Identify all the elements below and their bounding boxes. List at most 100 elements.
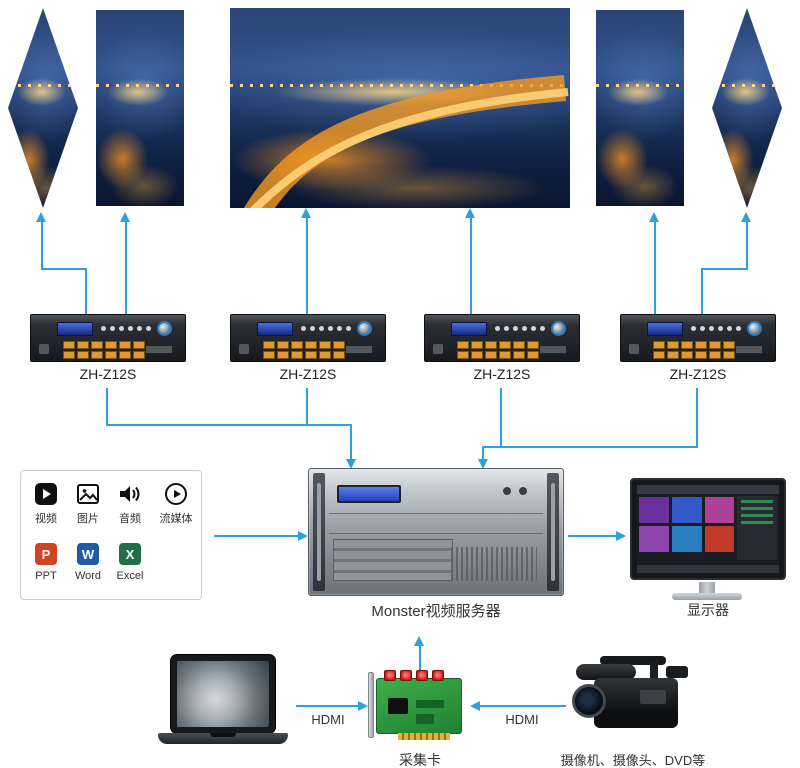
camera-handle	[600, 656, 666, 665]
audio-icon	[120, 486, 140, 502]
processor-output-connector	[145, 345, 173, 354]
media-item-audio: 音频	[109, 481, 151, 526]
video-processor-3	[424, 314, 580, 362]
connector-line	[701, 268, 703, 314]
arrow-to-tall-left	[120, 212, 130, 222]
connector-line	[306, 388, 308, 426]
server-label: Monster视频服务器	[371, 603, 501, 620]
camera-handle-post	[650, 663, 658, 681]
processor-lcd	[57, 322, 93, 336]
media-item-label: 流媒体	[159, 513, 193, 525]
connector-line	[419, 646, 421, 672]
arrow-media-to-server	[298, 531, 308, 541]
capture-card-port	[432, 670, 444, 681]
server-power-button	[519, 487, 527, 495]
connector-line	[482, 446, 698, 448]
laptop	[170, 654, 276, 734]
pcie-edge-connector	[398, 733, 450, 740]
processor-buttons	[495, 326, 545, 331]
laptop-screen	[177, 661, 269, 727]
processor-ports	[63, 341, 145, 359]
processor-knob	[747, 321, 762, 336]
video-thumbnail	[705, 526, 734, 552]
capture-card-chip	[388, 698, 408, 714]
processor-output-connector	[345, 345, 373, 354]
camera-lens	[572, 684, 606, 718]
arrow-into-server-right	[478, 459, 488, 469]
processor-ports	[263, 341, 345, 359]
arrow-to-diamond-right	[741, 212, 751, 222]
connector-line	[701, 268, 748, 270]
excel-icon: X	[119, 543, 141, 565]
connector-line	[482, 446, 484, 460]
arrow-into-server-left	[346, 459, 356, 469]
media-item-label: PPT	[35, 570, 57, 582]
connector-line	[85, 268, 87, 314]
server-reset-button	[503, 487, 511, 495]
processor-ports	[457, 341, 539, 359]
camera-label: 摄像机、摄像头、DVD等	[560, 753, 706, 768]
laptop-base	[158, 733, 288, 744]
camera-control-panel	[640, 690, 666, 704]
arrow-to-main-display-1	[301, 208, 311, 218]
connector-line	[500, 388, 502, 448]
processor-label-4: ZH-Z12S	[669, 366, 727, 382]
media-sources-panel: 视频 图片 音频 流媒体	[20, 470, 202, 600]
connector-line	[106, 388, 108, 426]
power-button	[629, 344, 639, 354]
connector-line	[41, 222, 43, 270]
image-icon	[77, 484, 99, 504]
power-button	[433, 344, 443, 354]
processor-knob	[357, 321, 372, 336]
monitor-screen	[637, 485, 779, 573]
processor-lcd	[647, 322, 683, 336]
media-item-word: W Word	[67, 541, 109, 582]
software-side-panel	[737, 496, 777, 560]
processor-label-1: ZH-Z12S	[79, 366, 137, 382]
rack-handle-left	[313, 473, 325, 591]
monitor	[630, 478, 786, 580]
arrow-camera-to-card	[470, 701, 480, 711]
media-item-stream: 流媒体	[153, 481, 199, 526]
led-display-diamond-left	[8, 8, 78, 208]
camera-microphone	[576, 664, 636, 680]
camera-viewfinder	[666, 666, 688, 678]
media-item-label: 视频	[35, 513, 57, 525]
ppt-icon: P	[35, 543, 57, 565]
media-item-image: 图片	[67, 481, 109, 526]
word-icon: W	[77, 543, 99, 565]
hdmi-label-right: HDMI	[505, 712, 539, 727]
led-display-tall-right	[596, 10, 684, 206]
card-component	[416, 700, 444, 708]
connector-line	[306, 218, 308, 314]
monitor-stand-neck	[699, 582, 715, 594]
media-item-label: Word	[74, 570, 102, 582]
arrow-card-to-server	[414, 636, 424, 646]
monitor-label: 显示器	[687, 602, 729, 618]
connector-line	[41, 268, 87, 270]
card-component	[416, 714, 434, 724]
media-item-label: Excel	[116, 570, 144, 582]
monitor-stand-base	[672, 593, 742, 600]
video-thumbnail	[672, 526, 702, 552]
arrow-server-to-monitor	[616, 531, 626, 541]
processor-knob	[157, 321, 172, 336]
video-thumbnail	[639, 497, 669, 523]
processor-label-2: ZH-Z12S	[279, 366, 337, 382]
connector-line	[125, 222, 127, 314]
video-thumbnail	[672, 497, 702, 523]
processor-ports	[653, 341, 735, 359]
hdmi-label-left: HDMI	[311, 712, 345, 727]
media-item-excel: X Excel	[109, 541, 151, 582]
capture-card-port	[400, 670, 412, 681]
processor-output-connector	[539, 345, 567, 354]
capture-card-port	[416, 670, 428, 681]
processor-knob	[551, 321, 566, 336]
processor-buttons	[301, 326, 351, 331]
bridge-lights	[96, 84, 184, 88]
media-item-label: 图片	[77, 513, 99, 525]
vent-grille	[451, 547, 537, 581]
panel-seam	[329, 533, 543, 534]
bridge-lights	[8, 84, 78, 87]
